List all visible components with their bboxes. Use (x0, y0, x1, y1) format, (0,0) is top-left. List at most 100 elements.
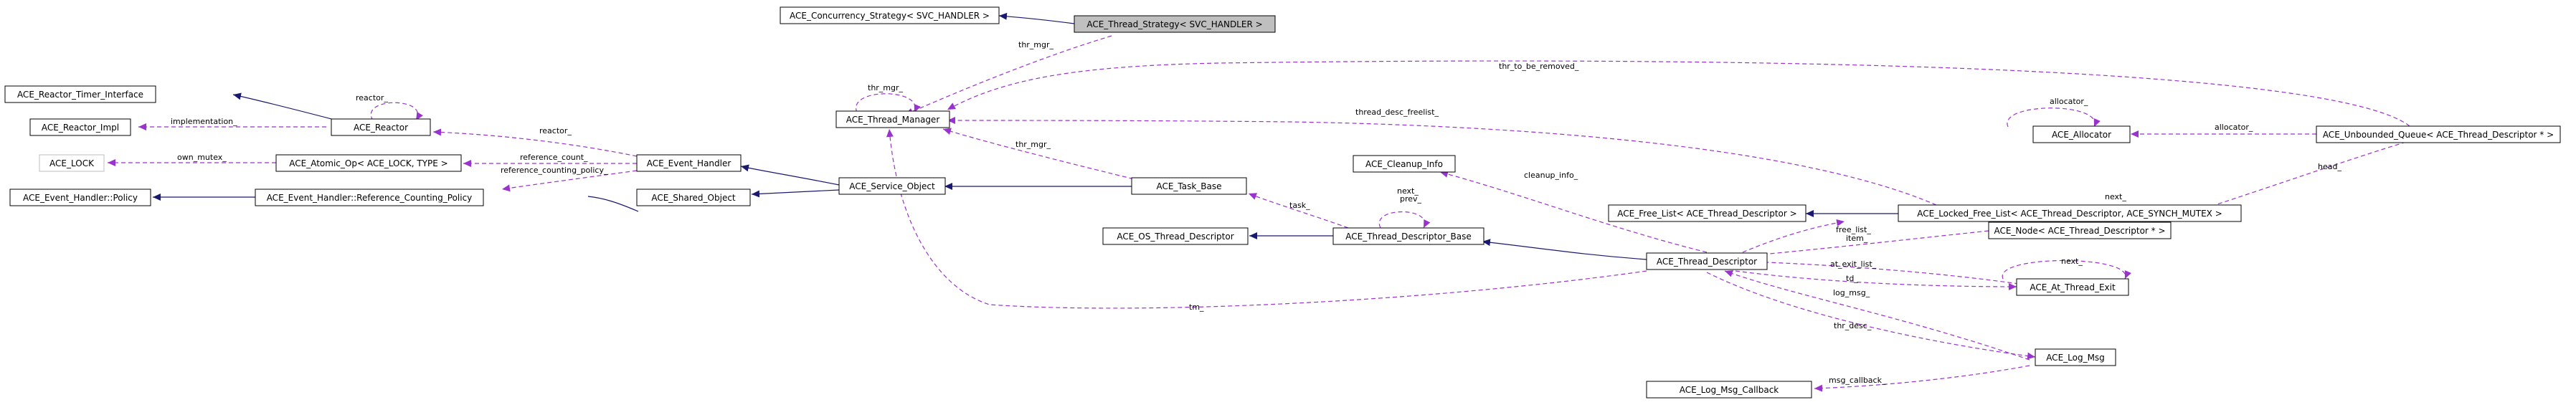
node-label: ACE_Cleanup_Info (1365, 159, 1443, 169)
class-node-ace-at-thread-exit[interactable]: ACE_At_Thread_Exit (2016, 278, 2129, 296)
node-label: ACE_Node< ACE_Thread_Descriptor * > (1994, 226, 2165, 236)
edge-label-next-node: next_ (2105, 192, 2126, 201)
edge-alloc-self (2007, 108, 2101, 128)
node-label: ACE_Reactor (354, 123, 408, 133)
edge-label-reactor: reactor_ (539, 126, 572, 135)
node-label: ACE_Locked_Free_List< ACE_Thread_Descrip… (1917, 209, 2222, 219)
inheritance-edges (153, 12, 1899, 260)
edge-label-thr-mgr-task: thr_mgr_ (1015, 140, 1051, 149)
nodes: ACE_Concurrency_Strategy< SVC_HANDLER > … (4, 6, 2561, 399)
class-node-ace-allocator[interactable]: ACE_Allocator (2032, 125, 2131, 143)
node-label: ACE_Thread_Strategy< SVC_HANDLER > (1086, 19, 1262, 29)
node-label: ACE_Event_Handler::Policy (23, 193, 138, 203)
class-node-ace-node[interactable]: ACE_Node< ACE_Thread_Descriptor * > (1988, 221, 2172, 239)
edge-label-implementation: implementation_ (171, 117, 237, 126)
class-node-ace-free-list[interactable]: ACE_Free_List< ACE_Thread_Descriptor > (1608, 204, 1806, 222)
edge-labels: thr_mgr_ reactor_ implementation_ thr_mg… (171, 40, 2341, 385)
usage-edges (108, 35, 2410, 392)
edge-label-thr-to-be-removed: thr_to_be_removed_ (1499, 62, 1579, 71)
class-node-ace-service-object[interactable]: ACE_Service_Object (838, 177, 946, 195)
class-node-ace-task-base[interactable]: ACE_Task_Base (1131, 177, 1247, 195)
edge-lfl-to-tmgr (947, 117, 1937, 206)
edge-tdb-self (1378, 211, 1431, 229)
edge-label-log-msg: log_msg_ (1833, 288, 1870, 297)
class-node-ace-shared-object[interactable]: ACE_Shared_Object (636, 189, 751, 206)
edge-reactor-self (370, 102, 423, 121)
node-label: ACE_Event_Handler (647, 158, 731, 168)
node-label: ACE_Concurrency_Strategy< SVC_HANDLER > (790, 11, 990, 21)
class-node-ace-thread-descriptor-base[interactable]: ACE_Thread_Descriptor_Base (1332, 227, 1484, 245)
edge-label-reference-count: reference_count_ (520, 153, 588, 162)
node-label: ACE_Allocator (2052, 130, 2111, 140)
class-node-ace-unbounded-queue[interactable]: ACE_Unbounded_Queue< ACE_Thread_Descript… (2316, 125, 2561, 143)
class-node-ace-thread-manager[interactable]: ACE_Thread_Manager (835, 110, 950, 128)
edge-label-thr-mgr: thr_mgr_ (1018, 40, 1054, 49)
edge-tmgr-to-tstrat (904, 35, 1112, 115)
class-node-ace-cleanup-info[interactable]: ACE_Cleanup_Info (1353, 155, 1456, 173)
node-label: ACE_Shared_Object (651, 193, 736, 203)
edge-label-msg-callback: msg_callback_ (1829, 376, 1886, 385)
edge-td-to-ate (1735, 270, 2017, 290)
edge-label-at-exit-list: at_exit_list_ (1830, 259, 1877, 269)
node-label: ACE_Event_Handler::Reference_Counting_Po… (267, 193, 473, 203)
class-node-ace-os-thread-descriptor[interactable]: ACE_OS_Thread_Descriptor (1102, 227, 1249, 245)
edge-label-head: head_ (2318, 162, 2341, 171)
edge-label-reference-counting-policy: reference_counting_policy_ (501, 166, 608, 175)
node-label: ACE_Task_Base (1156, 181, 1221, 191)
edge-td-to-tdb (1482, 239, 1647, 260)
class-node-ace-log-msg[interactable]: ACE_Log_Msg (2035, 348, 2116, 366)
node-label: ACE_At_Thread_Exit (2030, 282, 2116, 292)
edge-label-prev: prev_ (1400, 194, 1422, 204)
class-node-ace-reference-counting-policy[interactable]: ACE_Event_Handler::Reference_Counting_Po… (255, 189, 484, 206)
edge-td-to-tmgr (886, 128, 1647, 309)
node-label: ACE_Free_List< ACE_Thread_Descriptor > (1617, 209, 1796, 219)
edge-label-cleanup-info: cleanup_info_ (1524, 171, 1578, 180)
edge-task-to-tmgr (942, 128, 1141, 181)
class-node-ace-reactor-timer-interface[interactable]: ACE_Reactor_Timer_Interface (4, 85, 156, 103)
edge-reactor-to-rti (232, 92, 338, 121)
node-label: ACE_LOCK (49, 158, 95, 168)
edge-td-to-lfl (1742, 219, 1845, 253)
edge-node-to-td (1720, 230, 1989, 262)
edge-ate-self (2002, 259, 2131, 280)
class-node-ace-thread-strategy[interactable]: ACE_Thread_Strategy< SVC_HANDLER > (1074, 15, 1276, 33)
edge-lm-to-td (1724, 270, 2030, 361)
class-node-ace-concurrency-strategy[interactable]: ACE_Concurrency_Strategy< SVC_HANDLER > (780, 6, 1000, 24)
edge-tmgr-self (856, 93, 921, 113)
node-label: ACE_Atomic_Op< ACE_LOCK, TYPE > (289, 158, 448, 168)
edge-label-tm: tm_ (1189, 302, 1204, 312)
class-node-ace-log-msg-callback[interactable]: ACE_Log_Msg_Callback (1646, 381, 1812, 399)
class-node-ace-reactor-impl[interactable]: ACE_Reactor_Impl (29, 118, 131, 136)
edge-label-thr-desc: thr_desc_ (1834, 321, 1872, 330)
edge-label-own-mutex: own_mutex_ (177, 153, 227, 162)
class-node-ace-lock[interactable]: ACE_LOCK (39, 154, 105, 172)
edge-eh-to-reactor (432, 128, 638, 157)
edge-rcp-to-eh (501, 170, 638, 192)
edge-label-next-prev: next_ prev_ (1397, 186, 1422, 204)
edge-label-next: next_ (1397, 186, 1419, 196)
edge-label-allocator-self: allocator_ (2050, 97, 2088, 106)
node-label: ACE_Reactor_Timer_Interface (17, 90, 143, 100)
edge-lm-to-lmc (1814, 365, 2030, 392)
edge-label-next-ate: next_ (2061, 257, 2083, 266)
node-label: ACE_Reactor_Impl (42, 123, 119, 133)
edge-tstrat-to-conc (998, 12, 1075, 24)
class-node-ace-event-handler-policy[interactable]: ACE_Event_Handler::Policy (9, 189, 151, 206)
edge-label-free-list: free_list_ (1836, 225, 1871, 234)
edge-uq-to-tmgr (947, 60, 2410, 127)
class-node-ace-atomic-op[interactable]: ACE_Atomic_Op< ACE_LOCK, TYPE > (275, 154, 462, 172)
node-label: ACE_Thread_Descriptor_Base (1345, 232, 1471, 242)
edge-td-to-lm (1706, 272, 2036, 360)
node-label: ACE_Log_Msg (2046, 353, 2105, 363)
class-node-ace-thread-descriptor[interactable]: ACE_Thread_Descriptor (1646, 252, 1768, 270)
edge-label-thr-mgr-self: thr_mgr_ (868, 83, 904, 92)
class-node-ace-reactor[interactable]: ACE_Reactor (331, 118, 431, 136)
edge-label-thread-desc-freelist: thread_desc_freelist_ (1355, 108, 1439, 117)
edge-ate-to-td (1749, 258, 2019, 285)
edge-label-task: task_ (1289, 201, 1310, 210)
class-node-ace-locked-free-list[interactable]: ACE_Locked_Free_List< ACE_Thread_Descrip… (1898, 204, 2242, 222)
edge-eh-to-reactor-inherit (587, 196, 639, 212)
class-node-ace-event-handler[interactable]: ACE_Event_Handler (636, 154, 742, 172)
edge-so-to-sho (751, 189, 840, 198)
